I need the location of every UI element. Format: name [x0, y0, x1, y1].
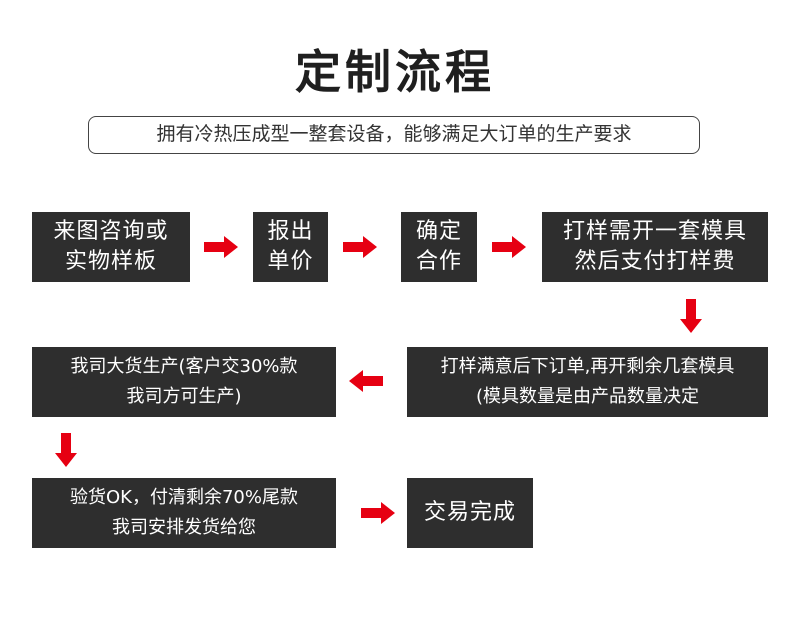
- step-6-line-1: 我司大货生产(客户交30%款: [70, 356, 298, 377]
- step-7-line-2: 我司安排发货给您: [111, 517, 256, 538]
- step-5-box: 打样满意后下订单,再开剩余几套模具 (模具数量是由产品数量决定: [407, 347, 768, 417]
- arrow-right-icon: [343, 236, 377, 258]
- arrow-down-icon: [680, 299, 702, 333]
- step-1-line-2: 实物样板: [64, 249, 157, 274]
- step-8-box: 交易完成: [407, 478, 533, 548]
- arrow-right-icon: [204, 236, 238, 258]
- arrow-right-icon: [361, 502, 395, 524]
- step-7-line-1: 验货OK，付清剩余70%尾款: [70, 487, 298, 508]
- step-5-line-1: 打样满意后下订单,再开剩余几套模具: [440, 356, 735, 377]
- page-subtitle: 拥有冷热压成型一整套设备，能够满足大订单的生产要求: [88, 116, 700, 154]
- step-5-line-2: (模具数量是由产品数量决定: [475, 386, 699, 407]
- arrow-down-icon: [55, 433, 77, 467]
- step-2-box: 报出 单价: [253, 212, 328, 282]
- step-4-line-2: 然后支付打样费: [574, 249, 736, 274]
- step-3-line-2: 合作: [415, 249, 462, 274]
- arrow-right-icon: [492, 236, 526, 258]
- step-8-line-1: 交易完成: [423, 500, 516, 525]
- step-6-box: 我司大货生产(客户交30%款 我司方可生产): [32, 347, 336, 417]
- step-4-line-1: 打样需开一套模具: [562, 219, 747, 244]
- step-2-line-2: 单价: [267, 249, 314, 274]
- step-1-line-1: 来图咨询或: [53, 219, 169, 244]
- arrow-left-icon: [349, 370, 383, 392]
- step-3-line-1: 确定: [415, 219, 462, 244]
- step-3-box: 确定 合作: [401, 212, 477, 282]
- step-4-box: 打样需开一套模具 然后支付打样费: [542, 212, 768, 282]
- step-1-box: 来图咨询或 实物样板: [32, 212, 190, 282]
- step-2-line-1: 报出: [267, 219, 314, 244]
- page-title: 定制流程: [295, 45, 495, 99]
- step-7-box: 验货OK，付清剩余70%尾款 我司安排发货给您: [32, 478, 336, 548]
- step-6-line-2: 我司方可生产): [126, 386, 242, 407]
